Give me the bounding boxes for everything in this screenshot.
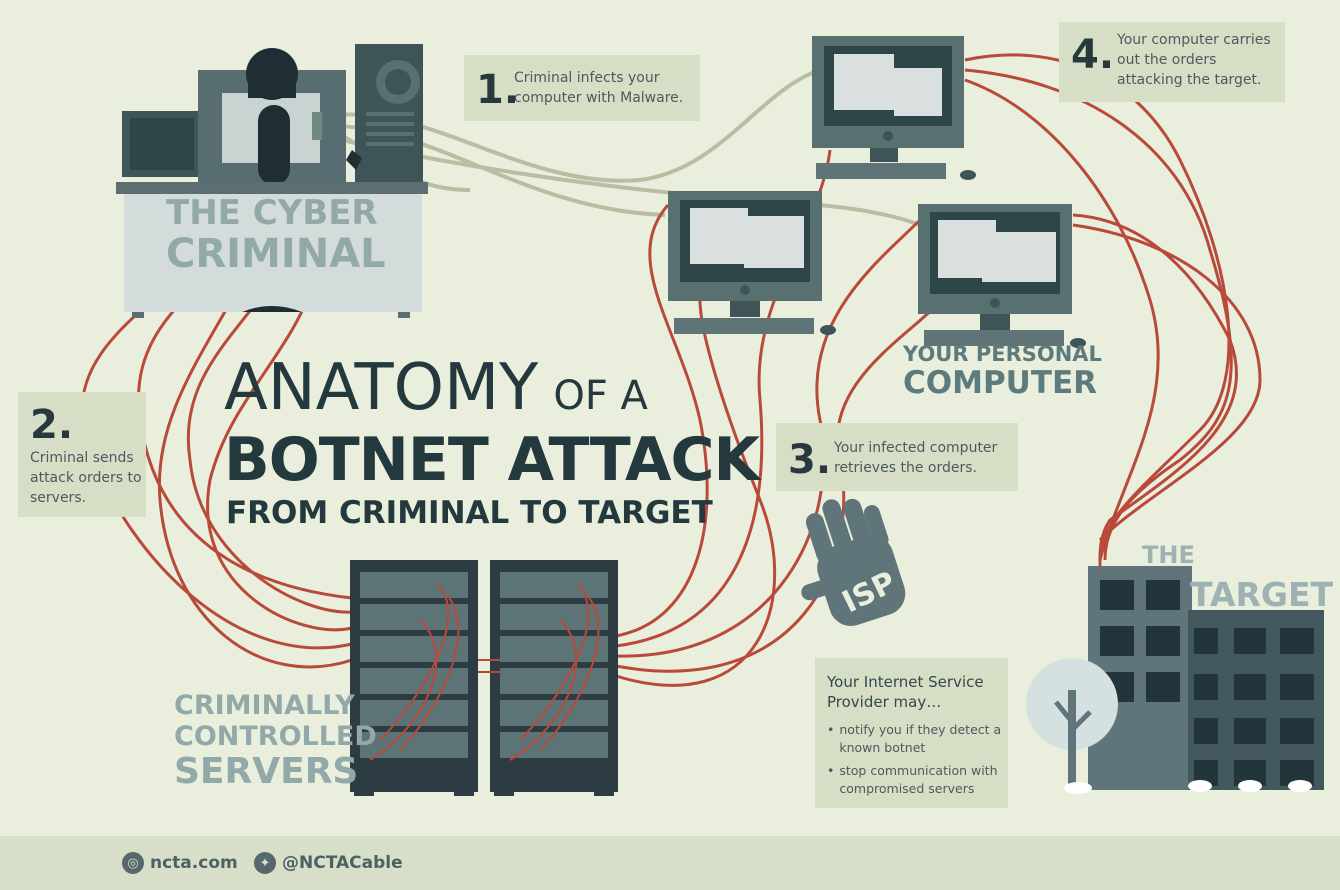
title-line-3: FROM CRIMINAL TO TARGET <box>226 495 713 531</box>
label-servers-line1: CRIMINALLY <box>174 690 355 721</box>
step-1-number: 1. <box>476 67 520 113</box>
footer: ◎ ncta.com ✦ @NCTACable <box>0 836 1340 890</box>
step-2-number: 2. <box>30 402 74 448</box>
label-servers-line2: CONTROLLED <box>174 721 377 752</box>
label-servers: CRIMINALLY CONTROLLED SERVERS <box>174 692 377 790</box>
cyber-criminal-illustration <box>116 44 428 318</box>
label-servers-line3: SERVERS <box>174 751 359 792</box>
step-2-callout: 2. Criminal sends attack orders to serve… <box>18 392 146 517</box>
step-4-callout: 4. Your computer carries out the orders … <box>1059 22 1285 102</box>
footer-site-link[interactable]: ◎ ncta.com <box>122 850 238 876</box>
label-cyber-criminal-line1: THE CYBER <box>166 193 378 233</box>
label-cyber-criminal: THE CYBER CRIMINAL <box>166 196 386 274</box>
isp-callout: Your Internet Service Provider may… • no… <box>815 658 1008 808</box>
step-3-text: Your infected computer retrieves the ord… <box>834 440 998 476</box>
step-3-callout: 3. Your infected computer retrieves the … <box>776 423 1018 491</box>
label-cyber-criminal-line2: CRIMINAL <box>166 231 386 277</box>
step-2-text: Criminal sends attack orders to servers. <box>30 450 142 506</box>
isp-bullet-2-text: stop communication with compromised serv… <box>839 763 998 796</box>
ncta-logo-icon: ◎ <box>122 852 144 874</box>
step-1-callout: 1. Criminal infects your computer with M… <box>464 55 700 121</box>
isp-intro: Your Internet Service Provider may… <box>827 673 984 711</box>
tree-illustration <box>1026 658 1312 794</box>
isp-bullet-1-text: notify you if they detect a known botnet <box>839 722 1002 755</box>
label-personal-computer-line2: COMPUTER <box>903 365 1098 401</box>
isp-bullet-1: • notify you if they detect a known botn… <box>827 721 1002 757</box>
footer-site-text: ncta.com <box>150 853 238 873</box>
bullet-dot-icon: • <box>827 722 835 737</box>
label-target: TARGET <box>1190 575 1334 614</box>
title-line-1: ANATOMY OF A <box>224 356 648 420</box>
step-4-text: Your computer carries out the orders att… <box>1117 32 1271 88</box>
step-4-number: 4. <box>1071 32 1115 78</box>
server-internal-wires <box>369 583 600 761</box>
label-the: THE <box>1142 541 1195 569</box>
footer-twitter-text: @NCTACable <box>282 853 403 873</box>
label-personal-computer-line1: YOUR PERSONAL <box>903 342 1102 366</box>
twitter-icon: ✦ <box>254 852 276 874</box>
title-line-2: BOTNET ATTACK <box>224 425 760 495</box>
step-3-number: 3. <box>788 437 832 483</box>
footer-twitter-link[interactable]: ✦ @NCTACable <box>254 850 403 876</box>
step-1-text: Criminal infects your computer with Malw… <box>514 70 684 106</box>
personal-computer-middle <box>668 191 836 335</box>
title-of-a: OF A <box>553 373 648 419</box>
server-rack-right <box>490 560 618 796</box>
isp-hand-icon <box>801 498 906 626</box>
personal-computer-right <box>918 204 1086 348</box>
personal-computer-top <box>812 36 976 180</box>
title-anatomy: ANATOMY <box>224 351 539 425</box>
isp-bullet-2: • stop communication with compromised se… <box>827 762 1002 798</box>
label-personal-computer: YOUR PERSONAL COMPUTER <box>903 344 1102 399</box>
bullet-dot-icon: • <box>827 763 835 778</box>
